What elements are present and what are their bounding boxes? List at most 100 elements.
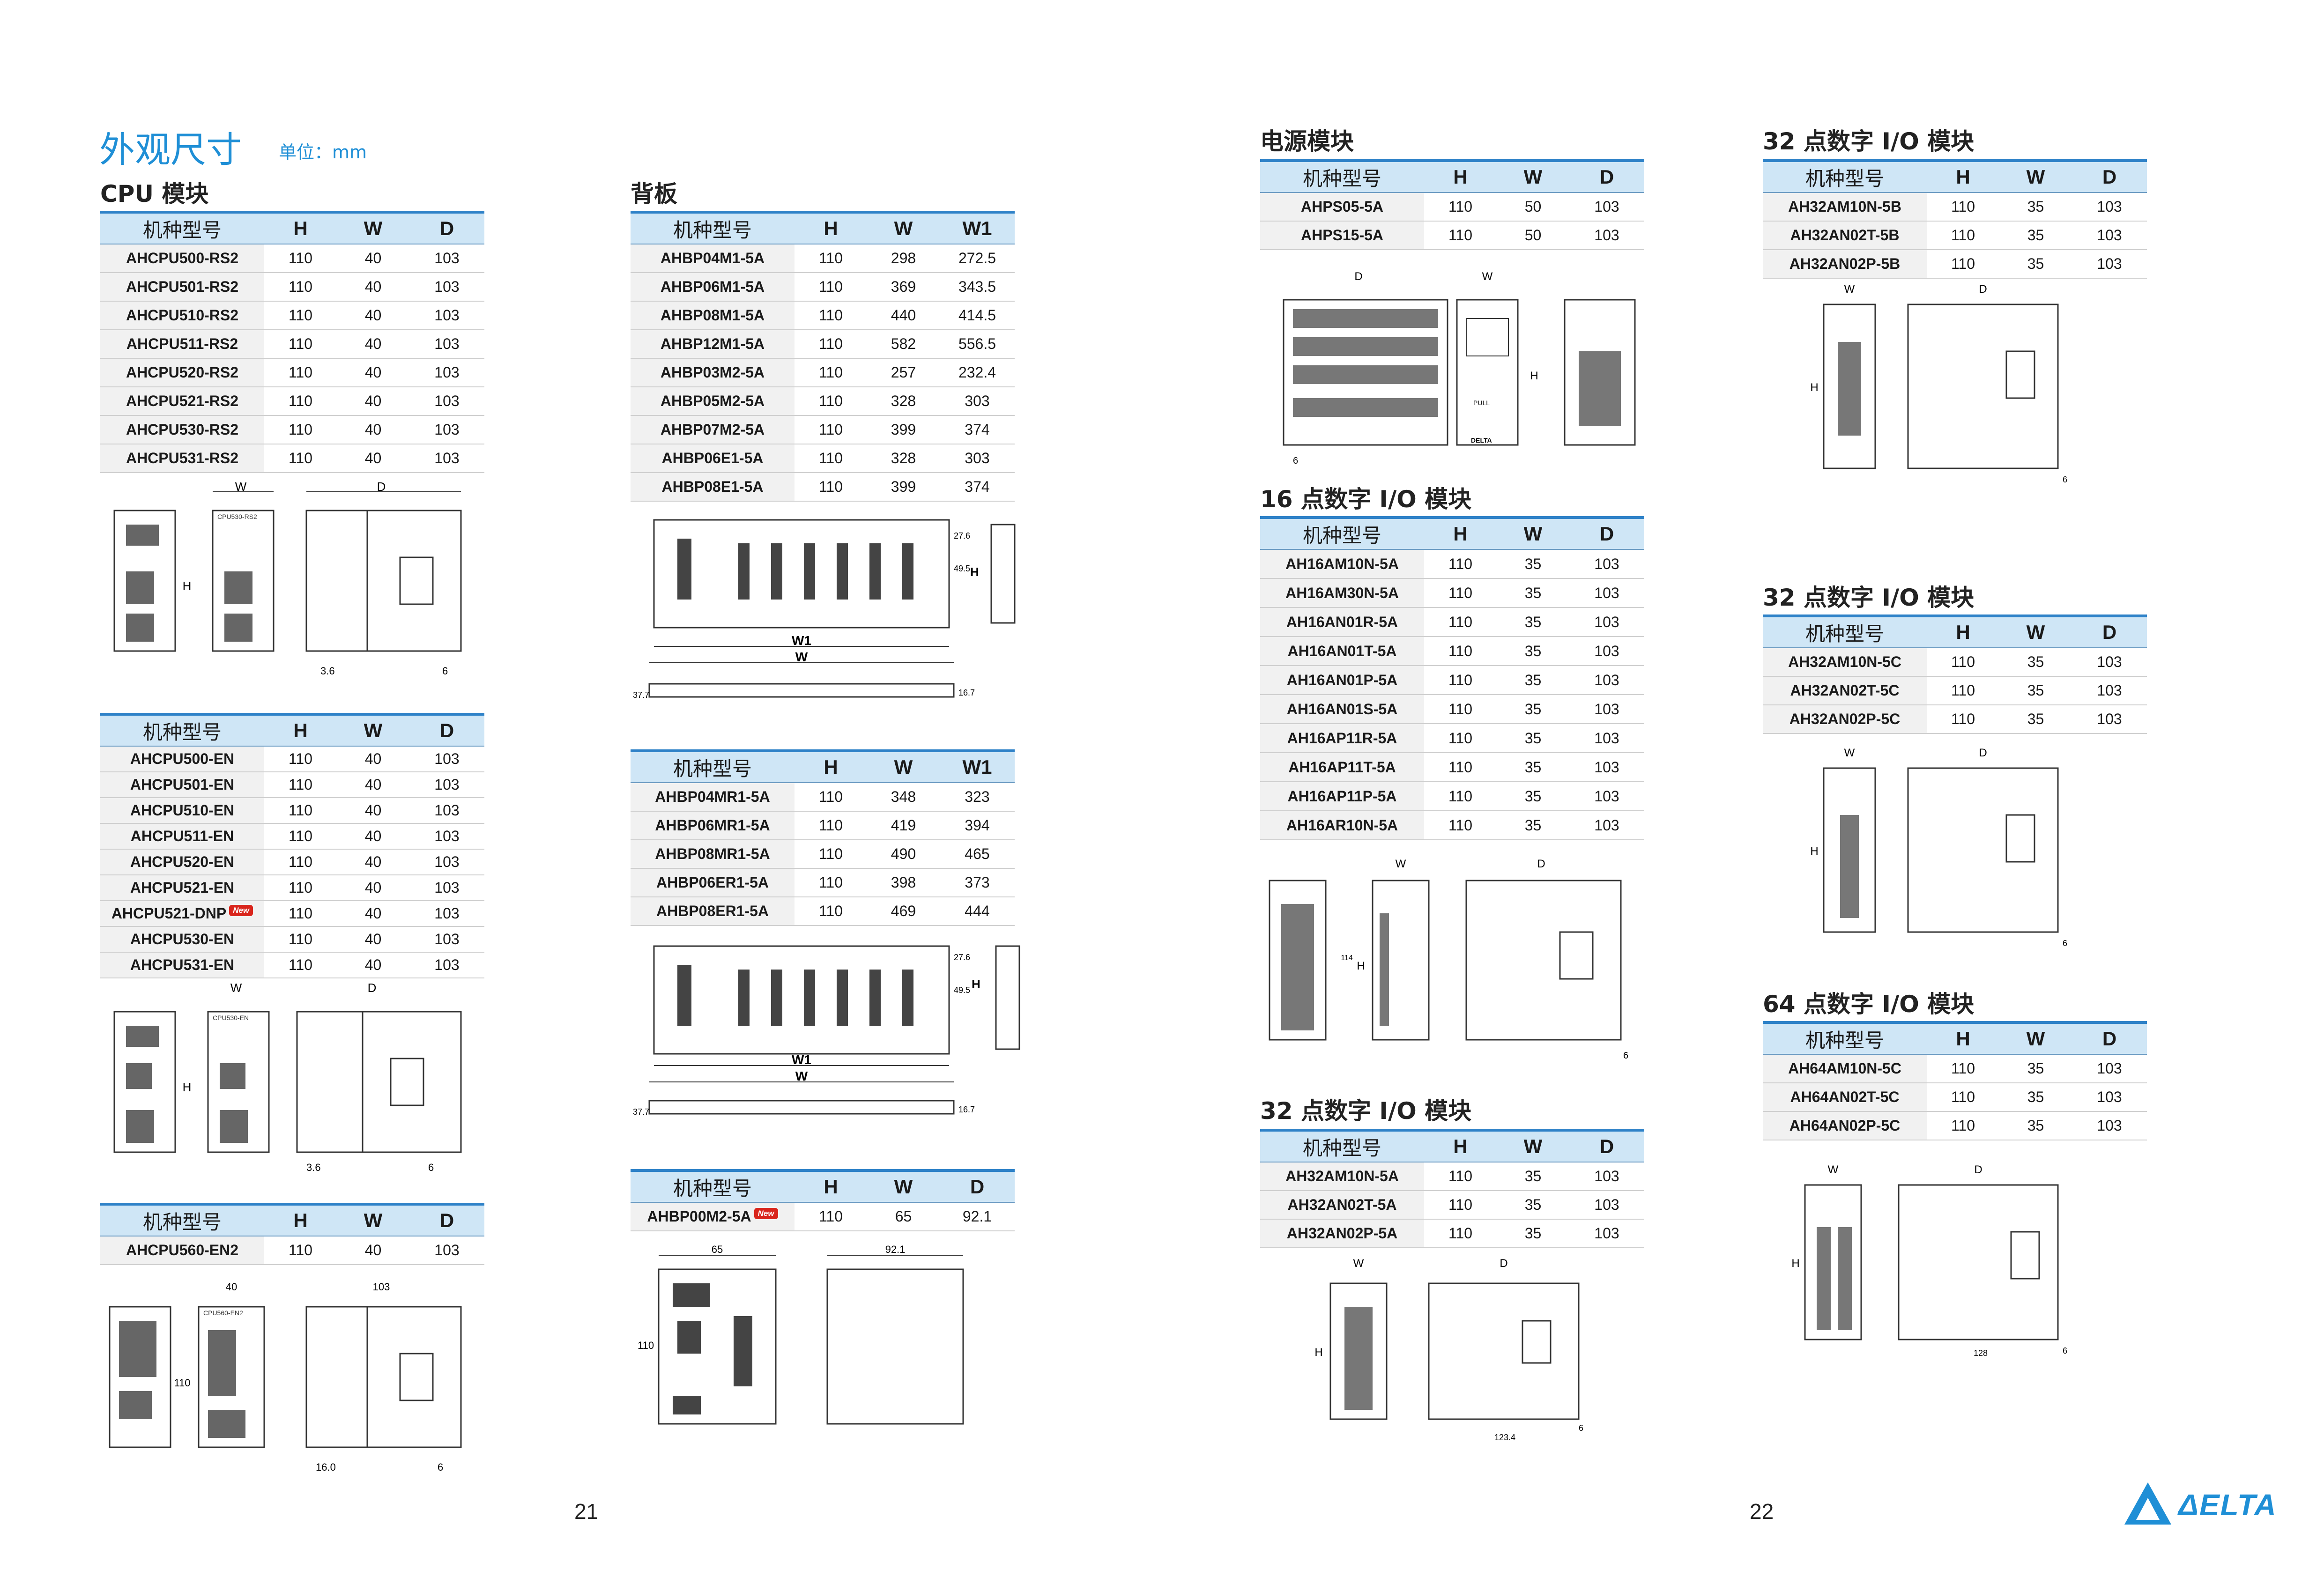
cell-text: 40 xyxy=(364,421,382,438)
cell-text: 110 xyxy=(288,421,312,438)
cell-text: 40 xyxy=(364,931,382,948)
cpu-en2-module-label: CPU560-EN2 xyxy=(203,1309,243,1317)
cell-text: 110 xyxy=(818,392,843,409)
header-h: H xyxy=(794,749,867,783)
cell-text: 35 xyxy=(2027,198,2044,215)
w-cell: 40 xyxy=(337,1236,409,1265)
w1-cell: 374 xyxy=(940,473,1015,502)
w-cell: 35 xyxy=(1999,221,2072,250)
cpu-en2-d-dim: 103 xyxy=(373,1281,390,1293)
w1-cell: 343.5 xyxy=(940,273,1015,302)
d-cell: 103 xyxy=(409,358,484,387)
model-cell: AH16AM30N-5A xyxy=(1260,578,1424,608)
cell-text: 110 xyxy=(288,802,312,819)
header-w: W xyxy=(867,211,940,244)
cell-text: 35 xyxy=(1524,642,1542,659)
cell-text: 103 xyxy=(1594,671,1619,689)
cell-text: 110 xyxy=(1951,711,1975,727)
header-d: D xyxy=(2072,615,2147,648)
d-cell: 103 xyxy=(1569,695,1644,724)
io64-drawing: W D H 128 6 xyxy=(1791,1163,2067,1358)
model-cell: AH16AP11T-5A xyxy=(1260,753,1424,782)
cell-text: 110 xyxy=(288,335,312,352)
cell-text: 110 xyxy=(818,335,843,352)
w-cell: 257 xyxy=(867,358,940,387)
d-cell: 103 xyxy=(2072,676,2147,705)
d-cell: 103 xyxy=(1569,637,1644,666)
d-cell: 103 xyxy=(1569,811,1644,840)
bp1-dim-a: 27.6 xyxy=(954,531,970,540)
cell-text: 103 xyxy=(1594,555,1619,572)
h-cell: 110 xyxy=(1927,1054,1999,1083)
cell-text: 373 xyxy=(965,874,990,891)
header-d: D xyxy=(1569,1129,1644,1162)
h-cell: 110 xyxy=(264,1236,337,1265)
model-cell: AHCPU531-RS2 xyxy=(100,444,264,473)
model-cell: AHCPU520-RS2 xyxy=(100,358,264,387)
bp2-dim-b: 49.5 xyxy=(954,985,970,995)
cell-text: 103 xyxy=(434,392,460,409)
header-w1: W1 xyxy=(940,749,1015,783)
d-cell: 103 xyxy=(1569,1191,1644,1220)
model-cell: AH32AN02T-5B xyxy=(1763,221,1927,250)
h-cell: 110 xyxy=(1424,221,1497,250)
cell-text: 232.4 xyxy=(958,364,996,381)
cell-text: AH16AP11R-5A xyxy=(1287,729,1397,747)
header-d: D xyxy=(940,1169,1015,1203)
cell-text: 40 xyxy=(364,802,382,819)
cell-text: AHBP04MR1-5A xyxy=(655,788,770,805)
header-h: H xyxy=(1927,1021,1999,1055)
model-cell: AH64AN02T-5C xyxy=(1763,1083,1927,1112)
cell-text: AHCPU521-DNP xyxy=(111,905,227,922)
io32c-h-label: H xyxy=(1810,845,1818,858)
io32a-h-label: H xyxy=(1314,1346,1322,1359)
cell-text: 103 xyxy=(1594,758,1619,776)
model-cell: AHBP06M1-5A xyxy=(631,273,794,302)
io32a-d-label: D xyxy=(1500,1257,1507,1270)
h-cell: 110 xyxy=(1927,676,1999,705)
model-cell: AHBP08E1-5A xyxy=(631,473,794,502)
h-cell: 110 xyxy=(1927,705,1999,734)
bp1-dim-e: 16.7 xyxy=(958,688,975,697)
header-w: W xyxy=(867,1169,940,1203)
cell-text: 103 xyxy=(434,307,460,324)
header-w: W xyxy=(337,1203,409,1236)
w-cell: 35 xyxy=(1497,666,1569,695)
cell-text: 40 xyxy=(364,879,382,896)
power-h-label: H xyxy=(1530,370,1538,382)
io32a-section-title: 32 点数字 I/O 模块 xyxy=(1260,1097,1472,1125)
cell-text: 103 xyxy=(2097,1060,2122,1077)
cell-text: 103 xyxy=(1594,1168,1619,1185)
model-cell: AHBP07M2-5A xyxy=(631,415,794,444)
cell-text: 490 xyxy=(891,845,916,862)
cpu-en-dim2: 6 xyxy=(428,1162,434,1173)
w-cell: 298 xyxy=(867,244,940,273)
cell-text: 110 xyxy=(818,874,843,891)
io32c-d-label: D xyxy=(1979,747,1987,759)
d-cell: 103 xyxy=(409,301,484,330)
model-cell: AHCPU501-RS2 xyxy=(100,273,264,302)
w-cell: 35 xyxy=(1497,782,1569,811)
cell-text: 103 xyxy=(434,1242,460,1259)
model-cell: AH32AN02T-5C xyxy=(1763,676,1927,705)
d-cell: 103 xyxy=(1569,578,1644,608)
cpu-en2-dim-c: 6 xyxy=(438,1461,443,1473)
cpu-en-h-label: H xyxy=(183,1080,192,1094)
model-cell: AH16AR10N-5A xyxy=(1260,811,1424,840)
model-cell: AH16AN01P-5A xyxy=(1260,666,1424,695)
model-cell: AHCPU530-RS2 xyxy=(100,415,264,444)
bp3-w-dim: 65 xyxy=(712,1244,723,1255)
cell-text: AHCPU500-EN xyxy=(130,750,235,767)
